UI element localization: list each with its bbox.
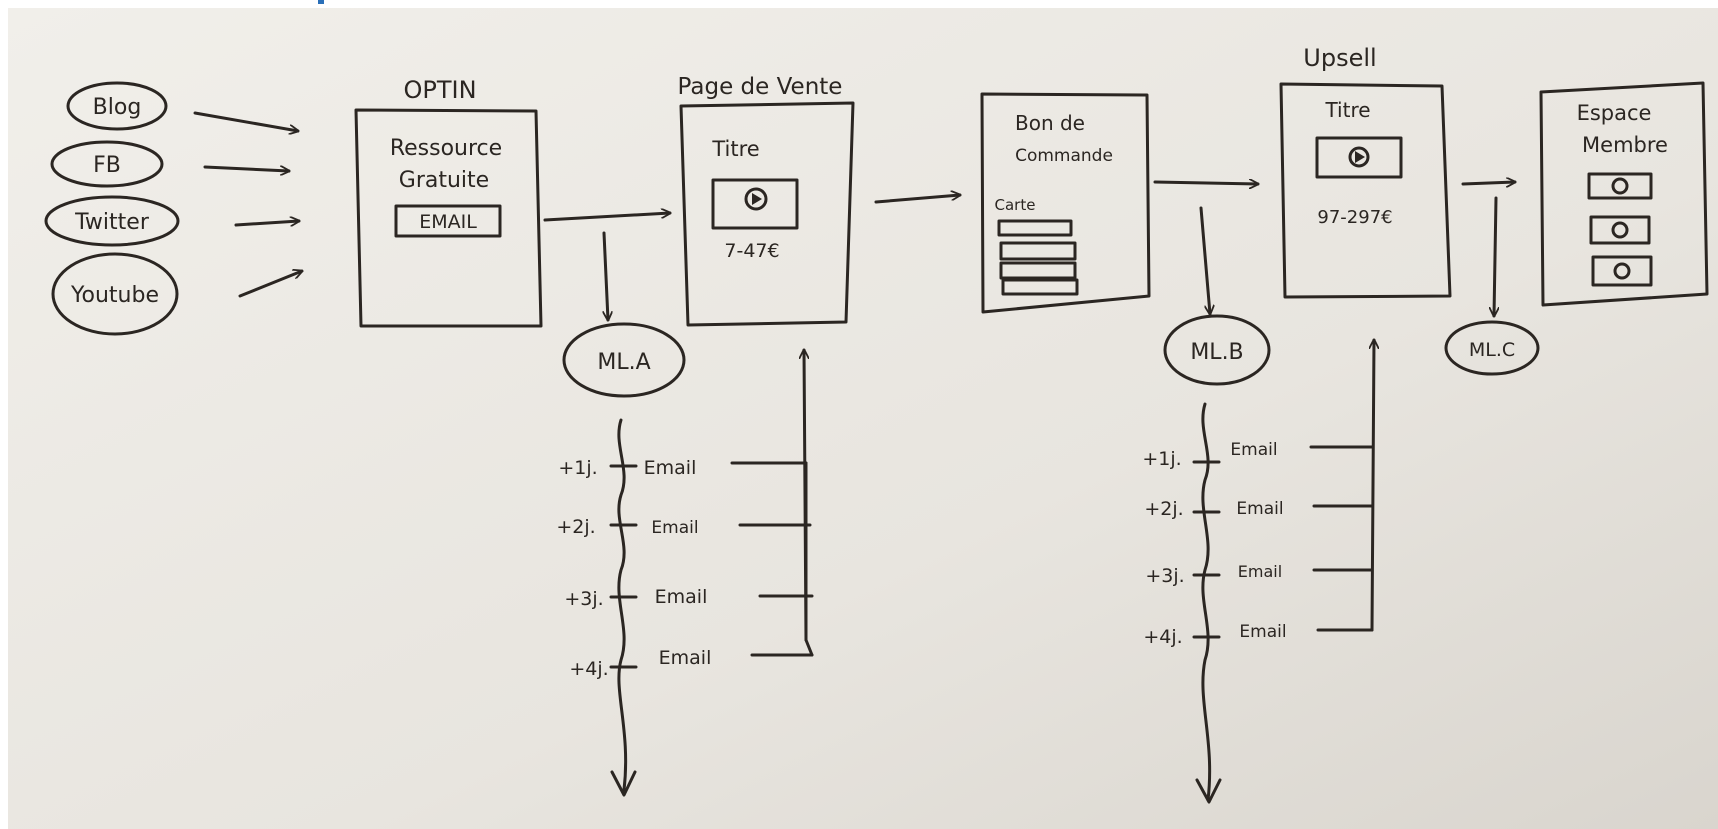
order-form-page: Bon de Commande Carte — [980, 92, 1151, 314]
arrow-twitter-to-optin — [234, 221, 301, 225]
arrow-fb-to-optin — [203, 165, 291, 171]
sequence-email: Email — [1236, 499, 1283, 519]
whiteboard — [8, 8, 1718, 829]
sales-page: Page de Vente Titre 7-47€ — [678, 74, 855, 327]
source-twitter: Twitter — [44, 195, 180, 247]
arrow-order-to-upsell — [1153, 182, 1260, 184]
email-sequence-a: +1j. Email +2j. Email +3j. Email +4j. Em… — [556, 348, 814, 797]
upsell-heading: Titre — [1324, 98, 1370, 122]
mailing-list-c: ML.C — [1444, 320, 1540, 376]
member-video-1 — [1587, 172, 1653, 200]
email-sequence-b: +1j. Email +2j. Email +3j. Email +4j. Em… — [1142, 338, 1374, 804]
card-stack-icon — [997, 219, 1079, 296]
sequence-day: +4j. — [569, 658, 608, 680]
source-label: FB — [93, 153, 121, 178]
mailing-list-b: ML.B — [1163, 314, 1271, 386]
sequence-email: Email — [1238, 562, 1282, 581]
member-area-line2: Membre — [1582, 133, 1668, 157]
sequence-day: +2j. — [556, 516, 595, 538]
sequence-day: +3j. — [564, 588, 603, 610]
sequence-day: +2j. — [1144, 498, 1183, 520]
sequence-day: +1j. — [558, 457, 597, 479]
arrow-blog-to-optin — [193, 111, 298, 131]
arrow-order-to-mlb — [1199, 206, 1210, 316]
email-field — [394, 204, 502, 238]
sequence-email: Email — [1239, 622, 1286, 642]
optin-title: OPTIN — [403, 76, 476, 104]
sequence-email: Email — [1230, 440, 1277, 460]
sequence-day: +4j. — [1143, 626, 1182, 648]
top-accent-mark — [318, 0, 324, 4]
mailing-list-label: ML.A — [597, 350, 650, 375]
upsell-title: Upsell — [1303, 44, 1376, 72]
optin-line2: Gratuite — [399, 168, 489, 193]
sequence-email: Email — [655, 586, 708, 608]
member-video-2 — [1589, 215, 1651, 245]
optin-page: OPTIN Ressource Gratuite EMAIL — [354, 76, 543, 328]
sequence-day: +1j. — [1142, 448, 1181, 470]
arrow-youtube-to-optin — [238, 271, 302, 298]
mailing-list-a: ML.A — [562, 322, 686, 398]
source-label: Youtube — [70, 283, 159, 308]
sequence-email: Email — [644, 457, 697, 479]
member-video-3 — [1591, 255, 1653, 287]
arrow-sales-to-order — [874, 195, 962, 204]
arrow-optin-to-sales — [543, 213, 672, 222]
arrow-upsell-to-mlc — [1494, 196, 1496, 318]
source-youtube: Youtube — [51, 252, 179, 336]
member-area-line1: Espace — [1577, 101, 1652, 125]
play-icon — [1348, 146, 1370, 168]
video-frame — [711, 178, 799, 230]
sales-heading: Titre — [711, 137, 759, 161]
video-frame — [1315, 136, 1403, 179]
play-icon — [744, 187, 768, 211]
sales-page-title: Page de Vente — [678, 74, 843, 100]
source-label: Twitter — [74, 210, 150, 235]
timeline-a — [617, 418, 628, 792]
order-form-line1: Bon de — [1015, 111, 1085, 135]
order-form-line2: Commande — [1015, 146, 1113, 166]
sequence-email: Email — [651, 518, 698, 538]
source-blog: Blog — [66, 81, 168, 131]
email-field-label: EMAIL — [419, 211, 477, 233]
card-label: Carte — [995, 196, 1036, 214]
upsell-price: 97-297€ — [1317, 207, 1392, 228]
source-fb: FB — [50, 140, 164, 188]
sequence-email: Email — [659, 647, 712, 669]
sequence-day: +3j. — [1145, 565, 1184, 587]
upsell-page: Upsell Titre 97-297€ — [1279, 44, 1452, 299]
source-label: Blog — [93, 95, 142, 120]
arrow-optin-to-mla — [602, 231, 608, 322]
arrow-upsell-to-member — [1461, 182, 1517, 184]
mailing-list-label: ML.C — [1469, 339, 1515, 361]
optin-line1: Ressource — [390, 136, 502, 161]
mailing-list-label: ML.B — [1190, 340, 1243, 365]
member-area-page: Espace Membre — [1539, 81, 1709, 307]
sales-price: 7-47€ — [724, 240, 779, 262]
